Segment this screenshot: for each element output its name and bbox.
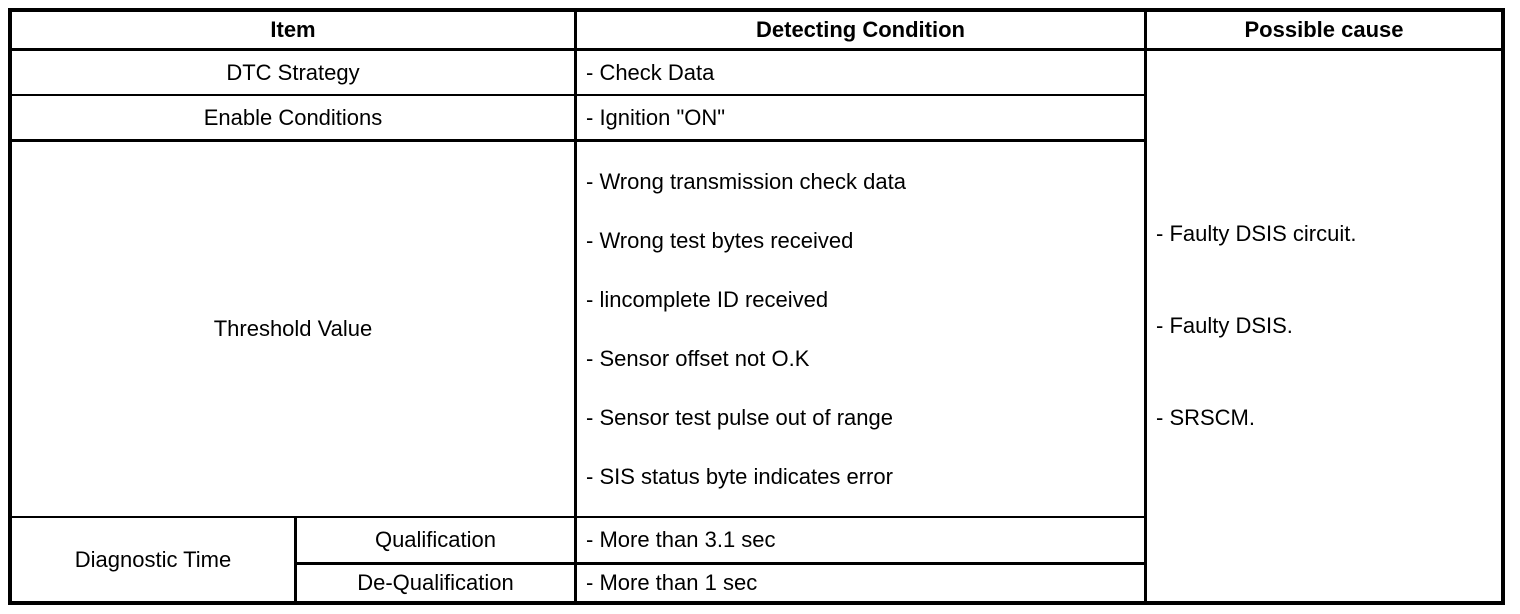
row-threshold-value-conditions: - Wrong transmission check data - Wrong … (577, 142, 1144, 516)
threshold-condition-item: - Sensor test pulse out of range (586, 404, 893, 430)
header-possible-cause: Possible cause (1147, 12, 1501, 48)
diagnostic-time-label: Diagnostic Time (74, 546, 232, 572)
possible-cause-cell: - Faulty DSIS circuit. - Faulty DSIS. - … (1147, 51, 1501, 601)
rule-header-bottom (12, 48, 1501, 51)
rule-enable-bottom (12, 139, 1144, 142)
threshold-condition-item: - Wrong transmission check data (586, 168, 906, 194)
row-qualification-label: Qualification (297, 518, 574, 562)
header-item-label: Item (270, 17, 316, 42)
possible-cause-item: - Faulty DSIS. (1156, 313, 1293, 338)
header-item: Item (12, 12, 574, 48)
enable-conditions-condition-text: - Ignition "ON" (586, 104, 726, 130)
rule-dtc-bottom (12, 94, 1144, 96)
threshold-condition-item: - Sensor offset not O.K (586, 345, 810, 371)
row-dtc-strategy-condition: - Check Data (577, 51, 1144, 94)
de-qualification-condition-text: - More than 1 sec (586, 570, 758, 595)
row-diagnostic-time-item: Diagnostic Time (12, 518, 294, 601)
row-qualification-condition: - More than 3.1 sec (577, 518, 1144, 562)
header-detecting-condition-label: Detecting Condition (756, 17, 965, 42)
row-enable-conditions-item: Enable Conditions (12, 96, 574, 139)
diagnostic-trouble-code-table: Item Detecting Condition Possible cause … (8, 8, 1505, 605)
qualification-condition-text: - More than 3.1 sec (586, 527, 776, 552)
rule-column-1-2 (574, 12, 577, 601)
table-grid: Item Detecting Condition Possible cause … (12, 12, 1501, 601)
row-de-qualification-label: De-Qualification (297, 565, 574, 601)
dtc-strategy-label: DTC Strategy (226, 59, 360, 85)
row-threshold-value-item: Threshold Value (12, 142, 574, 516)
possible-cause-item: - Faulty DSIS circuit. (1156, 221, 1357, 246)
dtc-strategy-condition-text: - Check Data (586, 59, 715, 85)
qualification-label: Qualification (374, 527, 497, 552)
row-dtc-strategy-item: DTC Strategy (12, 51, 574, 94)
rule-qualification-bottom (294, 562, 1144, 565)
possible-cause-item: - SRSCM. (1156, 405, 1255, 430)
row-enable-conditions-condition: - Ignition "ON" (577, 96, 1144, 139)
enable-conditions-label: Enable Conditions (203, 104, 383, 130)
rule-threshold-bottom (12, 516, 1144, 518)
threshold-condition-item: - SIS status byte indicates error (586, 463, 893, 489)
threshold-condition-item: - Wrong test bytes received (586, 227, 854, 253)
header-possible-cause-label: Possible cause (1244, 17, 1404, 42)
rule-column-2-3 (1144, 12, 1147, 601)
threshold-condition-item: - lincomplete ID received (586, 286, 829, 312)
header-detecting-condition: Detecting Condition (577, 12, 1144, 48)
rule-item-subcolumn (294, 516, 297, 601)
threshold-value-label: Threshold Value (213, 316, 373, 341)
row-de-qualification-condition: - More than 1 sec (577, 565, 1144, 601)
de-qualification-label: De-Qualification (357, 570, 514, 595)
